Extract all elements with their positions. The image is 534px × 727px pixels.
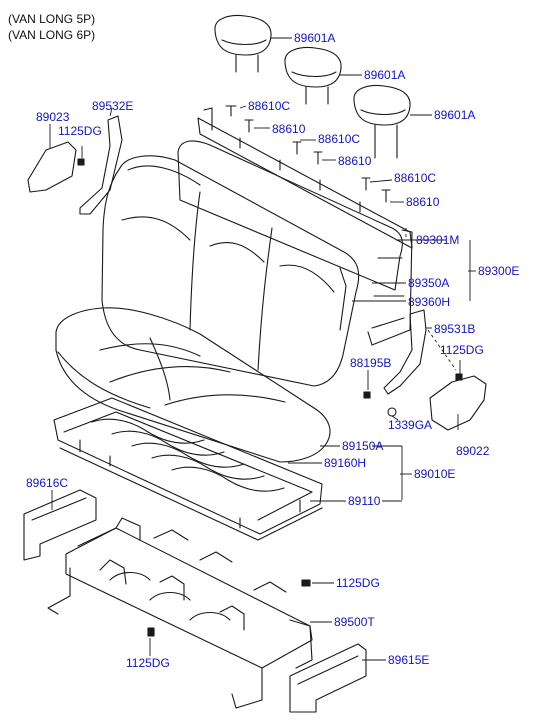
- part-label-1339GA[interactable]: 1339GA: [388, 418, 433, 432]
- part-label-89022[interactable]: 89022: [456, 444, 490, 458]
- part-label-89500T[interactable]: 89500T: [334, 615, 375, 629]
- part-label-88610-3[interactable]: 88610: [406, 195, 440, 209]
- model-variant-line-1: (VAN LONG 5P): [8, 12, 96, 26]
- bracket-89615E: [289, 643, 367, 713]
- part-label-88610C-1[interactable]: 88610C: [248, 99, 291, 113]
- seat-back-frame: [197, 107, 413, 346]
- headrest-1: [214, 14, 272, 73]
- seat-base: [47, 517, 313, 709]
- headrest-2: [284, 46, 342, 105]
- part-label-89150A[interactable]: 89150A: [342, 439, 384, 453]
- part-label-88610-1[interactable]: 88610: [272, 122, 306, 136]
- part-label-89160H[interactable]: 89160H: [324, 456, 367, 470]
- seat-cushion: [55, 307, 331, 463]
- part-label-89531B[interactable]: 89531B: [434, 322, 476, 336]
- part-label-89616C[interactable]: 89616C: [26, 476, 69, 490]
- part-label-89110[interactable]: 89110: [348, 494, 381, 508]
- part-label-89601A-1[interactable]: 89601A: [294, 31, 336, 45]
- bracket-89616C: [23, 489, 97, 561]
- part-label-89300E[interactable]: 89300E: [478, 264, 520, 278]
- part-label-1125DG-right[interactable]: 1125DG: [440, 343, 484, 357]
- side-cover-89023: [27, 141, 77, 193]
- part-label-1125DG-bottom[interactable]: 1125DG: [126, 656, 170, 670]
- part-label-89601A-2[interactable]: 89601A: [364, 68, 406, 82]
- seat-frame: [53, 397, 323, 541]
- part-label-89350A[interactable]: 89350A: [408, 276, 450, 290]
- part-label-88610C-3[interactable]: 88610C: [394, 171, 437, 185]
- model-variant-line-2: (VAN LONG 6P): [8, 28, 96, 42]
- part-label-88610C-2[interactable]: 88610C: [318, 132, 361, 146]
- seat-back-pad-rear: [177, 140, 403, 291]
- part-label-1125DG-top[interactable]: 1125DG: [58, 124, 102, 138]
- fasteners: [77, 105, 463, 637]
- part-label-88610-2[interactable]: 88610: [338, 154, 372, 168]
- part-label-89615E[interactable]: 89615E: [388, 653, 430, 667]
- part-label-89023[interactable]: 89023: [36, 110, 70, 124]
- part-label-89301M[interactable]: 89301M: [416, 233, 460, 247]
- part-label-89532E[interactable]: 89532E: [92, 99, 134, 113]
- headrest-3: [353, 84, 411, 159]
- hinge-89531B: [383, 309, 427, 395]
- part-label-1125DG-mid[interactable]: 1125DG: [336, 576, 380, 590]
- part-label-89010E[interactable]: 89010E: [414, 467, 456, 481]
- part-label-88195B[interactable]: 88195B: [350, 356, 392, 370]
- part-label-89360H[interactable]: 89360H: [408, 295, 451, 309]
- part-label-89601A-3[interactable]: 89601A: [434, 108, 476, 122]
- seat-back-cushion: [101, 155, 360, 387]
- hinge-89532E: [79, 115, 123, 215]
